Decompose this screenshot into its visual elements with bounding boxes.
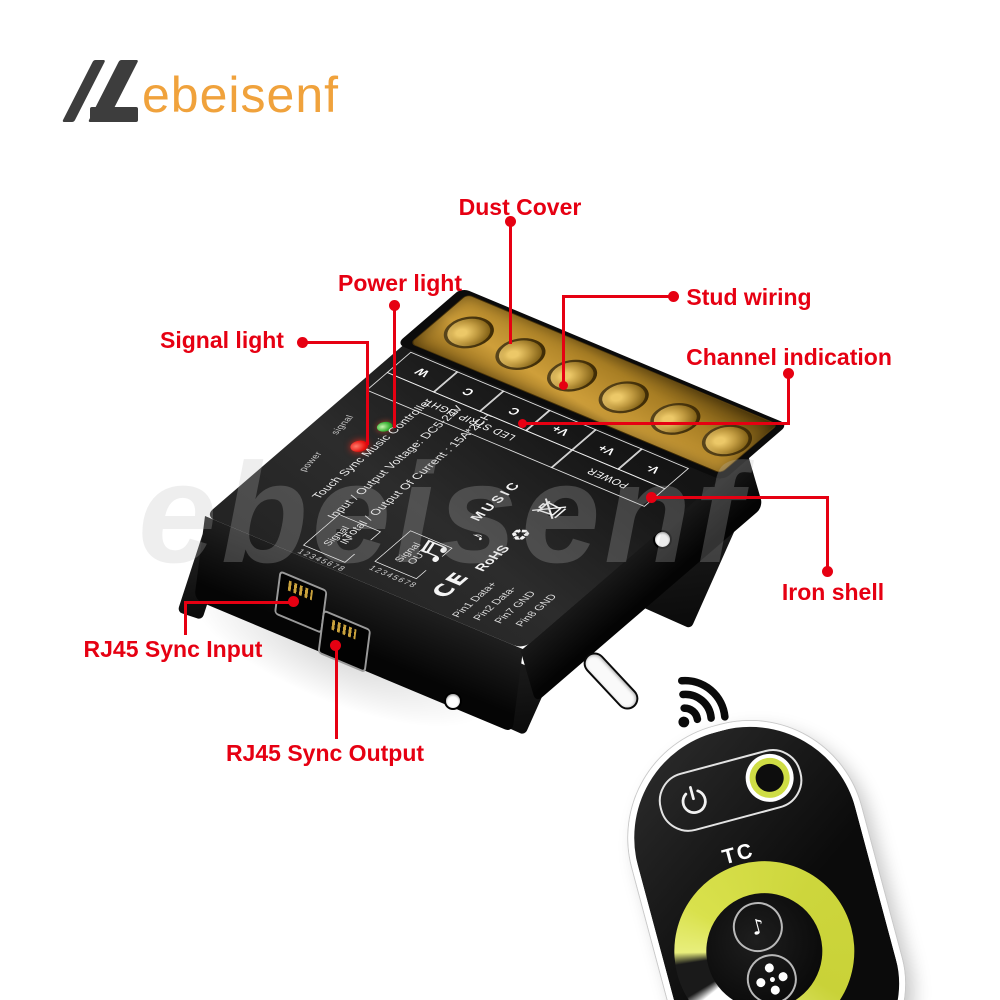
stud-screw xyxy=(691,418,763,463)
remote-center-disc: ♪ xyxy=(693,880,836,1000)
callout-channel-indication-label: Channel indication xyxy=(686,344,892,370)
stud-screw xyxy=(485,332,556,376)
callout-dot xyxy=(646,492,657,503)
touch-remote: TC ♪ xyxy=(602,695,928,1000)
rohs-mark: RoHS xyxy=(471,543,514,574)
callout-line xyxy=(366,341,369,445)
callout-line xyxy=(303,341,368,344)
callout-line xyxy=(562,295,565,385)
screw-hole xyxy=(655,532,670,547)
callout-dot xyxy=(389,300,400,311)
remote-indicator-button xyxy=(745,753,795,803)
screw-hole xyxy=(446,694,460,708)
mounting-slot xyxy=(581,650,641,712)
mode-dot-icon xyxy=(763,962,775,974)
signal-led-label: signal xyxy=(328,414,357,436)
callout-line xyxy=(652,496,828,499)
callout-rj45-output-label: RJ45 Sync Output xyxy=(225,740,425,766)
stud-screw xyxy=(640,397,711,441)
logo-foot-shape xyxy=(90,107,138,122)
power-led-label: power xyxy=(296,450,326,473)
callout-dot xyxy=(297,337,308,348)
callout-dot xyxy=(330,640,341,651)
device-top-face: LED STRIP LIGHT POWER W C C V+ V+ V- pow… xyxy=(205,287,789,650)
power-icon xyxy=(681,786,707,814)
stud-screw xyxy=(588,375,659,420)
callout-line xyxy=(787,374,790,424)
mode-dot-icon xyxy=(769,984,781,996)
callout-line xyxy=(524,422,790,425)
callout-line xyxy=(184,601,292,604)
callout-line xyxy=(393,308,396,428)
stud-screw xyxy=(536,353,608,398)
callout-dot xyxy=(668,291,679,302)
callout-power-light-label: Power light xyxy=(338,270,462,296)
callout-line xyxy=(184,601,187,635)
mode-dot-icon xyxy=(768,976,775,983)
recycle-icon: ♻ xyxy=(502,524,539,546)
callout-rj45-input-label: RJ45 Sync Input xyxy=(83,636,263,662)
callout-dot xyxy=(783,368,794,379)
logo-brand-text: ebeisenf xyxy=(142,67,340,123)
callout-dot xyxy=(559,381,568,390)
callout-iron-shell-label: Iron shell xyxy=(781,579,885,605)
remote-mode-button xyxy=(741,948,803,1000)
callout-line xyxy=(826,496,829,570)
brand-logo: ebeisenf xyxy=(0,0,400,140)
callout-dust-cover-label: Dust Cover xyxy=(458,194,582,220)
device-title-line3: Total / Output Of Current : 15A*2CH xyxy=(340,412,496,541)
callout-stud-wiring-label: Stud wiring xyxy=(686,284,812,310)
stud-screw xyxy=(433,310,505,355)
callout-dot xyxy=(288,596,299,607)
mode-dot-icon xyxy=(777,970,789,982)
music-print-label: MUSIC xyxy=(466,478,526,523)
callout-line xyxy=(509,224,512,344)
callout-dot xyxy=(505,216,516,227)
wifi-signal-icon xyxy=(677,676,729,728)
music-note-icon: ♪ xyxy=(748,913,768,941)
callout-line xyxy=(562,295,672,298)
mode-dot-icon xyxy=(755,976,767,988)
remote-music-button: ♪ xyxy=(727,896,789,958)
remote-touch-ring: ♪ xyxy=(654,840,875,1000)
callout-dot xyxy=(822,566,833,577)
weee-bin-icon xyxy=(532,498,567,520)
remote-top-button-group xyxy=(652,742,809,839)
callout-line xyxy=(335,647,338,739)
callout-signal-light-label: Signal light xyxy=(160,327,284,353)
callout-dot xyxy=(518,419,527,428)
